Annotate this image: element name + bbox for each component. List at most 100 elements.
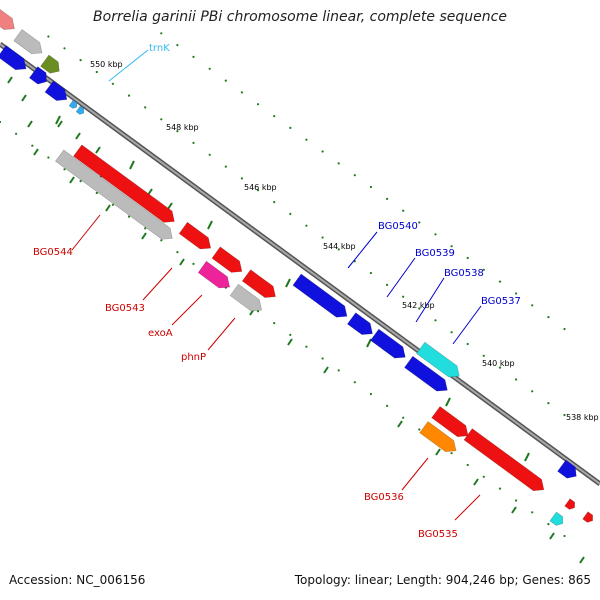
gene-feature (404, 355, 448, 392)
gene-feature (0, 45, 27, 71)
tick-dot-row (353, 174, 356, 177)
tick-dot-row (192, 262, 195, 265)
label-leader-line (415, 277, 445, 323)
label-leader-line (71, 214, 101, 251)
tick-dot-row (144, 106, 147, 109)
labels: trnKBG0544BG0543exoAphnPBG0540BG0539BG05… (33, 43, 521, 540)
tick-dot-row (321, 236, 324, 239)
features (0, 9, 594, 526)
tick-dot-row (111, 82, 114, 85)
tick-dot-row (498, 366, 502, 369)
tick-mark (473, 478, 479, 486)
tick-dot-row (531, 390, 534, 393)
gene-feature (0, 9, 15, 30)
tick-dot-row (256, 189, 260, 192)
tick-dot-row (515, 292, 518, 295)
tick-dot-row (418, 428, 421, 431)
tick-label: 544 kbp (323, 242, 356, 251)
tick-label: 548 kbp (166, 123, 199, 132)
tick-mark (445, 397, 451, 407)
tick-dot-row (563, 327, 566, 331)
gene-feature (463, 428, 545, 492)
gene-feature (13, 29, 43, 55)
gene-feature (582, 511, 594, 523)
tick-dot-row (176, 251, 179, 254)
tick-mark (27, 120, 33, 128)
tick-mark (57, 120, 63, 128)
map-title: Borrelia garinii PBi chromosome linear, … (93, 9, 507, 25)
tick-dot-row (418, 307, 421, 310)
summary-text: Topology: linear; Length: 904,246 bp; Ge… (294, 573, 591, 587)
tick-dot-row (402, 209, 405, 212)
tick-mark (7, 76, 13, 84)
tick-dot-row (402, 295, 405, 298)
tick-dot-row (337, 369, 340, 372)
tick-dot-row (127, 94, 131, 97)
label-leader-line (142, 267, 173, 301)
label-leader-line (347, 231, 378, 269)
gene-feature (431, 406, 469, 438)
tick-dot-row (450, 245, 453, 248)
backbone-highlight (0, 43, 600, 485)
label-leader-line (108, 49, 149, 82)
gene-label: BG0539 (415, 248, 455, 259)
tick-dot-row (273, 115, 276, 118)
label-leader-line (171, 294, 203, 326)
tick-mark (179, 258, 185, 266)
tick-mark (55, 115, 61, 125)
tick-mark (207, 220, 213, 230)
gene-feature (419, 421, 457, 453)
tick-mark (524, 452, 530, 462)
gene-label: exoA (148, 328, 173, 339)
gene-label: phnP (181, 352, 206, 363)
tick-mark (435, 448, 441, 456)
tick-dot-row (369, 271, 372, 275)
tick-mark (511, 506, 517, 514)
gene-feature (346, 312, 373, 335)
gene-feature (75, 105, 85, 115)
tick-dot-row (240, 91, 243, 94)
tick-label: 546 kbp (244, 183, 277, 192)
tick-label: 540 kbp (482, 359, 515, 368)
tick-dot-row (63, 168, 66, 171)
tick-mark (285, 278, 291, 288)
gene-feature (549, 511, 564, 526)
tick-dot-row (482, 268, 485, 271)
gene-feature (370, 328, 406, 359)
tick-dot-row (111, 203, 114, 206)
gene-feature (564, 498, 576, 510)
tick-dot-row (369, 185, 372, 189)
tick-dot-row (466, 256, 469, 260)
tick-dot-row (466, 463, 469, 467)
tick-dot-row (547, 523, 550, 526)
tick-mark (105, 204, 111, 212)
gene-feature (73, 144, 175, 223)
tick-dot-row (224, 79, 227, 82)
tick-dot-row (127, 215, 131, 218)
tick-dot-row (273, 322, 276, 325)
tick-mark (141, 232, 147, 240)
tick-dot-row (321, 357, 324, 360)
gene-label: BG0540 (378, 221, 418, 232)
tick-dot-row (176, 130, 179, 133)
tick-mark (21, 94, 27, 102)
tick-dot-row (547, 402, 550, 405)
tick-dot-row (160, 239, 163, 242)
tick-label: 550 kbp (90, 60, 123, 69)
tick-dot-row (224, 165, 227, 168)
tick-dot-row (386, 197, 389, 200)
tick-dot-row (289, 212, 292, 215)
tick-label: 538 kbp (566, 413, 599, 422)
gene-label: BG0544 (33, 247, 73, 258)
gene-feature (197, 260, 231, 289)
tick-mark (397, 420, 403, 428)
gene-feature (211, 246, 243, 273)
tick-dot-row (305, 224, 308, 227)
tick-dot-row (256, 310, 260, 313)
tick-dot-row (47, 156, 50, 159)
gene-feature (292, 273, 348, 318)
tick-dot-row (305, 138, 308, 141)
gene-label: trnK (149, 43, 170, 54)
